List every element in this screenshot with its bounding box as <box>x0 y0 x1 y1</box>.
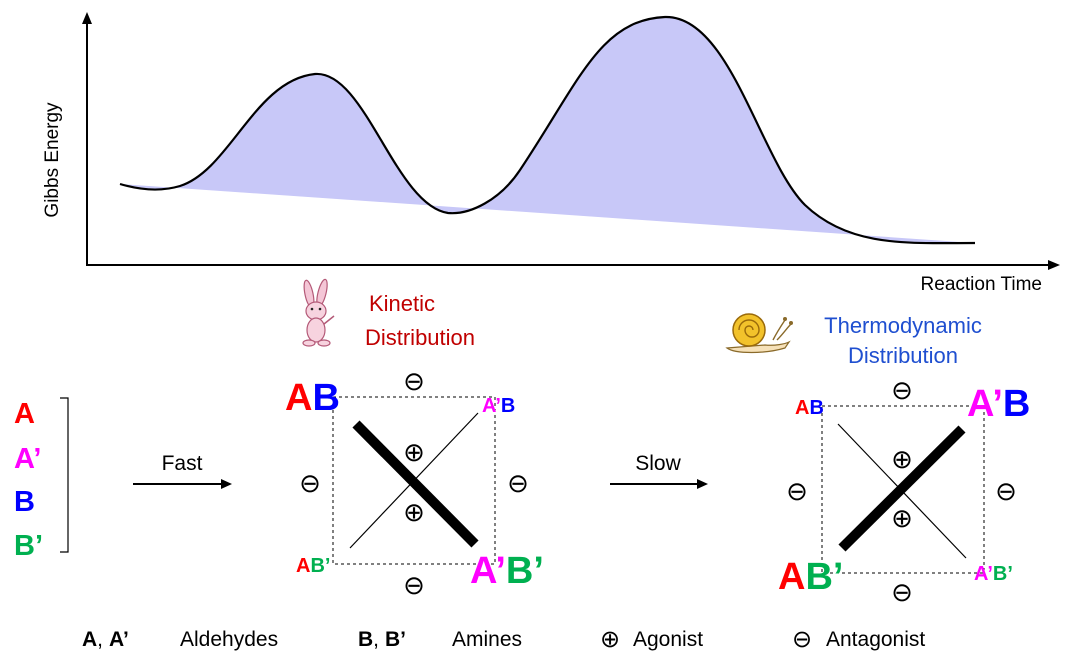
energy-curve <box>119 15 976 245</box>
kinetic-ab-b: B <box>312 377 339 419</box>
reagent-bracket <box>60 397 69 553</box>
legend-amines-b: B <box>358 628 373 651</box>
thermo-apbp-bp: B’ <box>993 563 1013 585</box>
kinetic-label-abp: AB’ <box>296 555 330 577</box>
legend-aldehydes-ap: A’ <box>109 628 129 651</box>
thermo-antagonist-bottom: ⊖ <box>891 577 913 607</box>
reagent-list: A A’ B B’ <box>14 397 69 562</box>
legend-aldehydes-a: A <box>82 628 97 651</box>
fast-step: Fast <box>133 452 232 489</box>
thermo-agonist-upper: ⊕ <box>891 444 913 474</box>
legend-aldehydes-sep: , <box>97 628 103 651</box>
legend-amines-sep: , <box>373 628 379 651</box>
thermo-antagonist-left: ⊖ <box>786 476 808 506</box>
thermo-label-ab: AB <box>795 397 824 419</box>
kinetic-apb-ap: A’ <box>482 395 501 417</box>
slow-label: Slow <box>635 452 681 475</box>
energy-plot: Gibbs Energy Reaction Time <box>42 12 1060 295</box>
kinetic-square: ⊖ ⊖ ⊖ ⊖ ⊕ ⊕ AB A’B AB’ A’B’ <box>285 366 544 600</box>
thermo-label-apbp: A’B’ <box>974 563 1013 585</box>
y-axis-label: Gibbs Energy <box>42 102 63 218</box>
kinetic-agonist-lower: ⊕ <box>403 497 425 527</box>
kinetic-apbp-bp: B’ <box>506 550 544 592</box>
legend-antagonist-label: Antagonist <box>826 628 925 651</box>
thermo-square-border <box>821 405 985 574</box>
reagent-b-prime: B’ <box>14 530 43 562</box>
snail-icon <box>725 313 793 354</box>
kinetic-abp-bp: B’ <box>310 555 330 577</box>
energy-fill <box>120 16 975 244</box>
reagent-b: B <box>14 486 35 518</box>
legend-amines: B, B’ <box>358 628 406 651</box>
legend: A, A’ Aldehydes B, B’ Amines ⊕ Agonist ⊖ A… <box>82 626 925 653</box>
legend-aldehydes-label: Aldehydes <box>180 628 278 651</box>
reagent-a: A <box>14 398 35 430</box>
legend-antagonist-symbol: ⊖ <box>792 626 812 653</box>
thermo-abp-a: A <box>778 556 805 598</box>
kinetic-antagonist-left: ⊖ <box>299 468 321 498</box>
kinetic-antagonist-top: ⊖ <box>403 366 425 396</box>
thermo-antagonist-top: ⊖ <box>891 375 913 405</box>
kinetic-square-border <box>332 396 496 565</box>
kinetic-label-apbp: A’B’ <box>470 550 544 592</box>
kinetic-label-apb: A’B <box>482 395 515 417</box>
legend-agonist-label: Agonist <box>633 628 703 651</box>
kinetic-title-line1: Kinetic <box>369 291 435 316</box>
thermo-apb-b: B <box>1003 383 1030 425</box>
thermodynamic-title-line2: Distribution <box>848 343 958 368</box>
x-axis-arrowhead <box>1048 260 1060 270</box>
thermodynamic-title-line1: Thermodynamic <box>824 313 982 338</box>
legend-aldehydes: A, A’ <box>82 628 129 651</box>
kinetic-apb-b: B <box>501 395 515 417</box>
legend-agonist-symbol: ⊕ <box>600 626 620 653</box>
thermo-thick-diagonal <box>838 425 966 552</box>
legend-amines-bp: B’ <box>385 628 406 651</box>
y-axis-arrowhead <box>82 12 92 24</box>
fast-label: Fast <box>162 452 203 475</box>
rabbit-icon <box>302 278 335 347</box>
thermo-label-apb: A’B <box>967 383 1030 425</box>
kinetic-abp-a: A <box>296 555 310 577</box>
kinetic-title-line2: Distribution <box>365 325 475 350</box>
thermo-antagonist-right: ⊖ <box>995 476 1017 506</box>
slow-step: Slow <box>610 452 708 489</box>
kinetic-antagonist-right: ⊖ <box>507 468 529 498</box>
thermo-apb-ap: A’ <box>967 383 1003 425</box>
reagent-a-prime: A’ <box>14 443 41 475</box>
slow-arrowhead <box>697 479 708 489</box>
thermo-abp-bp: B’ <box>805 556 843 598</box>
legend-amines-label: Amines <box>452 628 522 651</box>
kinetic-antagonist-bottom: ⊖ <box>403 570 425 600</box>
thermodynamic-square: ⊖ ⊖ ⊖ ⊖ ⊕ ⊕ AB A’B AB’ A’B’ <box>778 375 1030 607</box>
thermo-apbp-ap: A’ <box>974 563 993 585</box>
thermo-ab-a: A <box>795 397 809 419</box>
kinetic-label-ab: AB <box>285 377 340 419</box>
fast-arrowhead <box>221 479 232 489</box>
kinetic-ab-a: A <box>285 377 312 419</box>
thermo-label-abp: AB’ <box>778 556 843 598</box>
thermo-ab-b: B <box>809 397 823 419</box>
kinetic-apbp-ap: A’ <box>470 550 506 592</box>
kinetic-agonist-upper: ⊕ <box>403 437 425 467</box>
kinetic-thick-diagonal <box>352 420 479 548</box>
thermo-agonist-lower: ⊕ <box>891 503 913 533</box>
x-axis-label: Reaction Time <box>921 274 1042 295</box>
